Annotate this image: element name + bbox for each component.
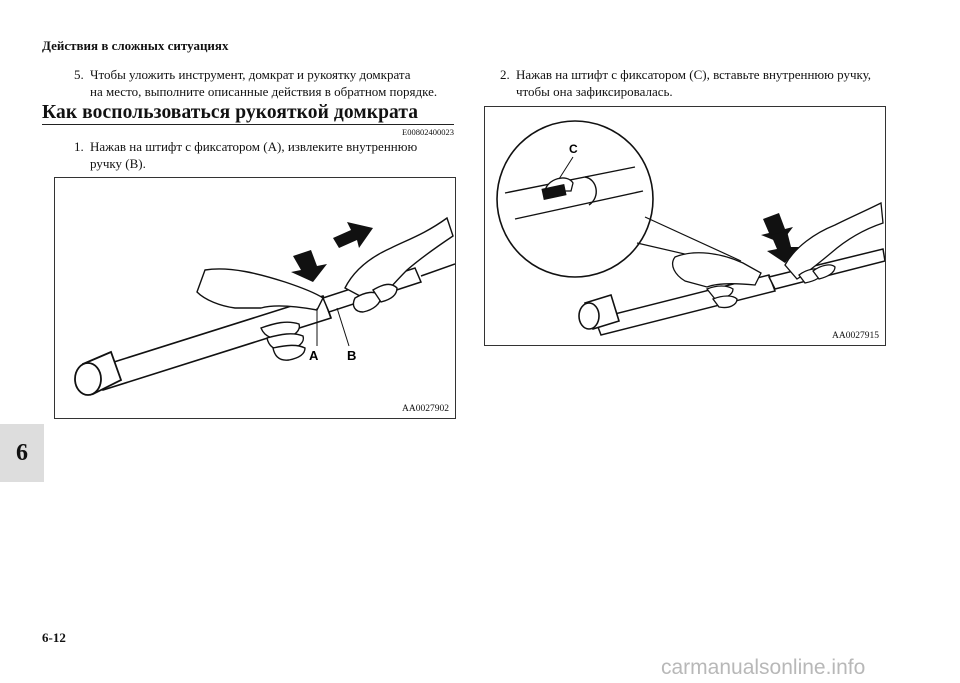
step-5: 5. Чтобы уложить инструмент, домкрат и р… [74,66,464,100]
jack-handle-illustration: A B [74,216,456,396]
step-2-line-1: Нажав на штифт с фиксатором (C), вставьт… [516,67,872,82]
end-cap [578,294,620,330]
step-5-number: 5. [74,67,84,82]
figure-insert-handle: C AA0027915 [484,106,886,346]
figure-id: AA0027915 [832,331,879,341]
section-code: E00802400023 [402,127,454,137]
step-2: 2. Нажав на штифт с фиксатором (C), вста… [500,66,890,100]
label-b: B [347,348,356,363]
step-1-line-2: ручку (B). [90,156,146,171]
jack-handle-detail-illustration: C [496,120,886,336]
right-hand [344,216,454,313]
press-arrow-icon [291,250,327,282]
lock-pin-detail [541,177,574,200]
step-2-line-2: чтобы она зафиксировалась. [516,84,673,99]
label-c: C [569,142,578,156]
figure-id: AA0027902 [402,404,449,414]
step-1: 1. Нажав на штифт с фиксатором (A), извл… [74,138,464,172]
label-leaders [316,307,350,347]
figure-extract-handle: A B AA0027902 [54,177,456,419]
step-5-line-1: Чтобы уложить инструмент, домкрат и руко… [90,67,411,82]
step-2-number: 2. [500,67,510,82]
section-title: Как воспользоваться рукояткой домкрата [42,102,419,123]
chapter-tab: 6 [0,424,44,482]
page-header: Действия в сложных ситуациях [42,38,229,53]
step-5-line-2: на место, выполните описанные действия в… [90,84,438,99]
pull-arrow-icon [333,222,373,248]
step-1-number: 1. [74,139,84,154]
page-number: 6-12 [42,630,66,645]
insert-arrow-icon [767,231,799,263]
end-cap [74,350,123,396]
step-1-line-1: Нажав на штифт с фиксатором (A), извлеки… [90,139,418,154]
watermark-text: carmanualsonline.info [661,656,866,679]
left-hand [196,268,324,361]
right-hand [784,201,884,284]
label-a: A [309,348,319,363]
label-c-leader [558,156,574,180]
section-divider [42,124,454,125]
left-hand [671,252,762,309]
